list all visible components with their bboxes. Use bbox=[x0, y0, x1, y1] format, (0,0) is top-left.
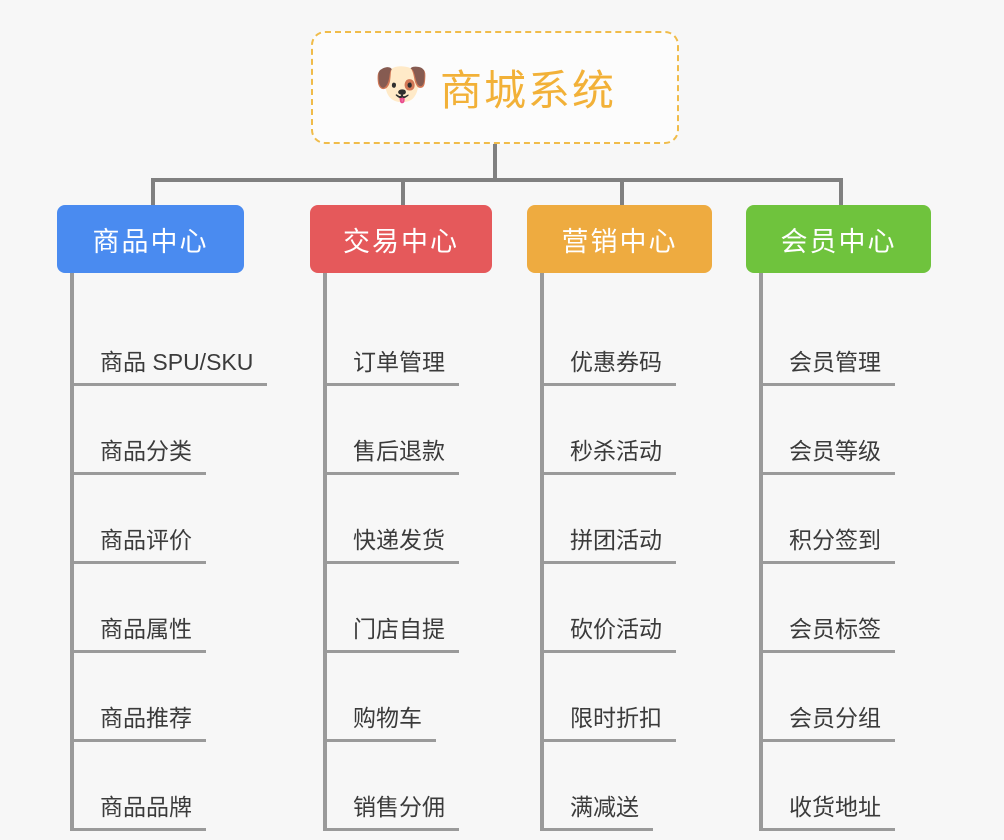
column-spine bbox=[540, 273, 544, 828]
list-item-label: 拼团活动 bbox=[540, 521, 676, 564]
list-item-label: 秒杀活动 bbox=[540, 432, 676, 475]
list-item[interactable]: 限时折扣 bbox=[527, 653, 712, 742]
shiba-dog-face-icon: 🐶 bbox=[373, 59, 429, 109]
list-item-label: 商品品牌 bbox=[70, 788, 206, 831]
category-title: 营销中心 bbox=[561, 226, 678, 257]
root-node-title: 商城系统 bbox=[439, 67, 616, 114]
list-item[interactable]: 会员分组 bbox=[746, 653, 931, 742]
category-title: 商品中心 bbox=[92, 226, 209, 257]
list-item[interactable]: 商品属性 bbox=[57, 564, 244, 653]
list-item-label: 砍价活动 bbox=[540, 610, 676, 653]
list-item[interactable]: 拼团活动 bbox=[527, 475, 712, 564]
column-marketing-center: 营销中心优惠券码秒杀活动拼团活动砍价活动限时折扣满减送 bbox=[527, 205, 712, 831]
list-item[interactable]: 商品评价 bbox=[57, 475, 244, 564]
child-list-marketing-center: 优惠券码秒杀活动拼团活动砍价活动限时折扣满减送 bbox=[527, 273, 712, 831]
list-item-label: 会员标签 bbox=[759, 610, 895, 653]
connector-drop-member-center bbox=[838, 178, 843, 205]
connector-bus bbox=[150, 178, 843, 182]
list-item-label: 购物车 bbox=[323, 699, 436, 742]
category-box-product-center[interactable]: 商品中心 bbox=[57, 205, 244, 273]
category-box-trade-center[interactable]: 交易中心 bbox=[310, 205, 492, 273]
connector-drop-marketing-center bbox=[619, 178, 624, 205]
list-item[interactable]: 积分签到 bbox=[746, 475, 931, 564]
list-item-label: 售后退款 bbox=[323, 432, 459, 475]
list-item-label: 会员管理 bbox=[759, 343, 895, 386]
list-item[interactable]: 商品推荐 bbox=[57, 653, 244, 742]
list-item-label: 订单管理 bbox=[323, 343, 459, 386]
list-item-label: 销售分佣 bbox=[323, 788, 459, 831]
list-item[interactable]: 秒杀活动 bbox=[527, 386, 712, 475]
category-box-member-center[interactable]: 会员中心 bbox=[746, 205, 931, 273]
column-product-center: 商品中心商品 SPU/SKU 商品分类商品评价商品属性商品推荐商品品牌 bbox=[57, 205, 268, 831]
list-item-label: 商品分类 bbox=[70, 432, 206, 475]
list-item-label: 门店自提 bbox=[323, 610, 459, 653]
connector-drop-product-center bbox=[150, 178, 155, 205]
column-spine bbox=[70, 273, 74, 828]
list-item-label: 限时折扣 bbox=[540, 699, 676, 742]
child-list-member-center: 会员管理会员等级积分签到会员标签会员分组收货地址 bbox=[746, 273, 931, 831]
list-item[interactable]: 商品 SPU/SKU bbox=[57, 297, 268, 386]
list-item-label: 商品推荐 bbox=[70, 699, 206, 742]
list-item[interactable]: 门店自提 bbox=[310, 564, 492, 653]
list-item[interactable]: 会员标签 bbox=[746, 564, 931, 653]
list-item-label: 积分签到 bbox=[759, 521, 895, 564]
list-item-label: 满减送 bbox=[540, 788, 653, 831]
root-node-shop-system[interactable]: 🐶 商城系统 bbox=[311, 31, 679, 144]
child-list-trade-center: 订单管理售后退款快递发货门店自提购物车销售分佣 bbox=[310, 273, 492, 831]
list-item[interactable]: 优惠券码 bbox=[527, 297, 712, 386]
list-item[interactable]: 砍价活动 bbox=[527, 564, 712, 653]
category-box-marketing-center[interactable]: 营销中心 bbox=[527, 205, 712, 273]
list-item-label: 收货地址 bbox=[759, 788, 895, 831]
list-item[interactable]: 快递发货 bbox=[310, 475, 492, 564]
list-item[interactable]: 售后退款 bbox=[310, 386, 492, 475]
list-item-label: 会员分组 bbox=[759, 699, 895, 742]
list-item[interactable]: 会员管理 bbox=[746, 297, 931, 386]
column-member-center: 会员中心会员管理会员等级积分签到会员标签会员分组收货地址 bbox=[746, 205, 931, 831]
list-item[interactable]: 订单管理 bbox=[310, 297, 492, 386]
list-item[interactable]: 会员等级 bbox=[746, 386, 931, 475]
category-title: 交易中心 bbox=[343, 226, 459, 257]
column-trade-center: 交易中心订单管理售后退款快递发货门店自提购物车销售分佣 bbox=[310, 205, 492, 831]
list-item-label: 优惠券码 bbox=[540, 343, 676, 386]
column-spine bbox=[759, 273, 763, 828]
list-item[interactable]: 销售分佣 bbox=[310, 742, 492, 831]
column-spine bbox=[323, 273, 327, 828]
list-item[interactable]: 购物车 bbox=[310, 653, 492, 742]
list-item-label: 会员等级 bbox=[759, 432, 895, 475]
list-item[interactable]: 满减送 bbox=[527, 742, 712, 831]
list-item[interactable]: 商品分类 bbox=[57, 386, 244, 475]
child-list-product-center: 商品 SPU/SKU 商品分类商品评价商品属性商品推荐商品品牌 bbox=[57, 273, 268, 831]
connector-drop-trade-center bbox=[401, 178, 405, 205]
list-item-label: 商品属性 bbox=[70, 610, 206, 653]
list-item-label: 商品评价 bbox=[70, 521, 206, 564]
connector-root-stem bbox=[493, 144, 497, 182]
list-item[interactable]: 收货地址 bbox=[746, 742, 931, 831]
list-item-label: 快递发货 bbox=[323, 521, 459, 564]
list-item-label: 商品 SPU/SKU bbox=[70, 343, 268, 386]
list-item[interactable]: 商品品牌 bbox=[57, 742, 244, 831]
category-title: 会员中心 bbox=[780, 226, 897, 257]
